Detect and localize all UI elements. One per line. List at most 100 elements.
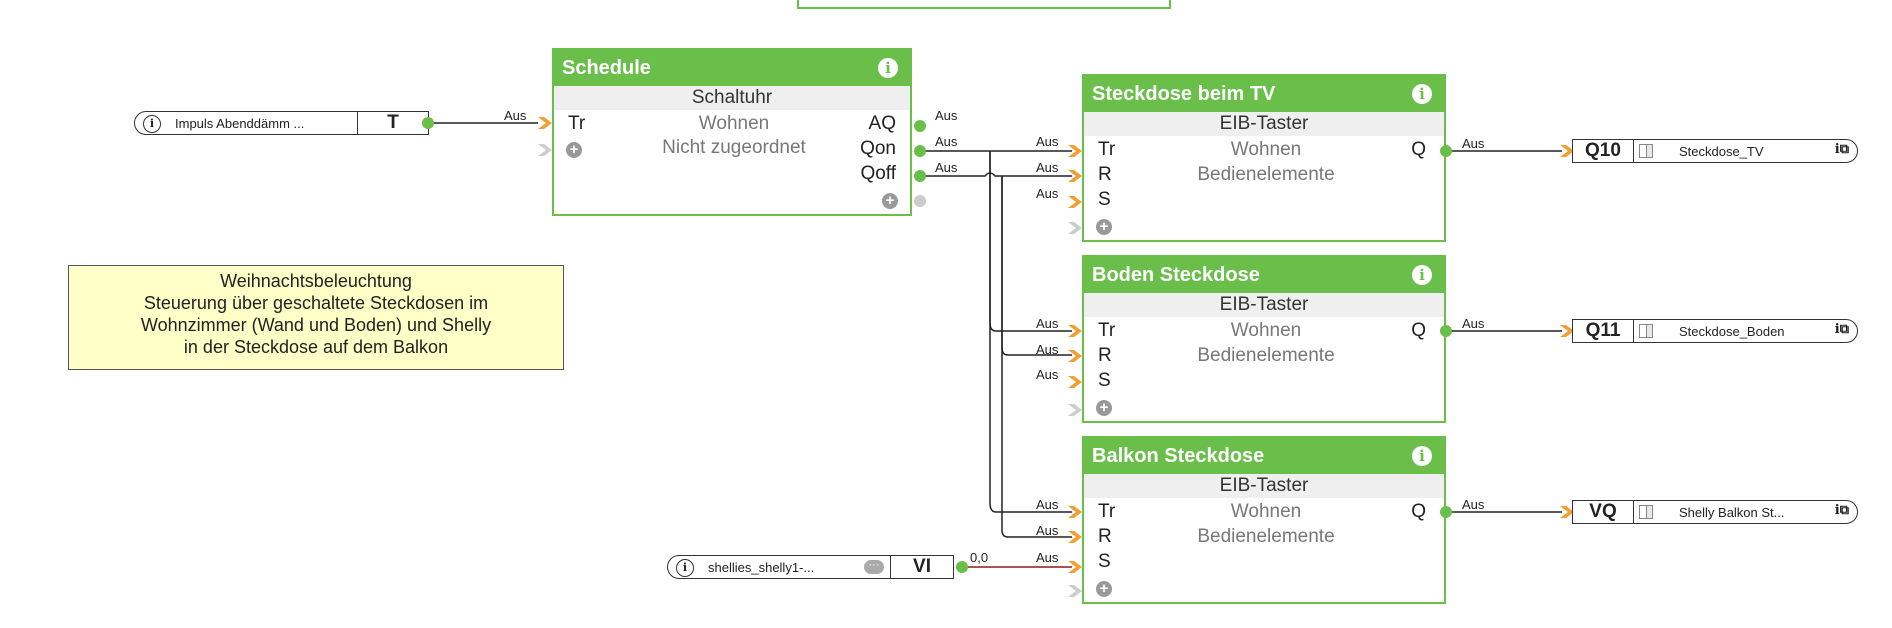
- input-port[interactable]: [1560, 145, 1574, 157]
- block-title: Balkon Steckdose: [1092, 445, 1265, 467]
- add-output-icon[interactable]: +: [882, 193, 898, 209]
- wire-label: Aus: [1036, 134, 1059, 149]
- wire-label: Aus: [935, 160, 958, 175]
- wire-label: Aus: [1036, 367, 1059, 382]
- steckdose-tv-block[interactable]: Steckdose beim TV i EIB-Taster Tr R S + …: [1082, 74, 1446, 242]
- output-qon-label: Qon: [860, 138, 896, 159]
- add-input-icon[interactable]: +: [566, 142, 582, 158]
- output-balkon-connector[interactable]: VQ Shelly Balkon St... i⧉: [1572, 500, 1858, 524]
- input-port[interactable]: [1068, 325, 1082, 337]
- output-port[interactable]: [422, 117, 434, 129]
- input-port[interactable]: [1068, 531, 1082, 543]
- output-tv-connector[interactable]: Q10 Steckdose_TV i⧉: [1572, 139, 1858, 163]
- connector-name: Impuls Abenddämm ...: [175, 116, 305, 131]
- input-impuls-connector[interactable]: i Impuls Abenddämm ... T: [134, 111, 429, 135]
- block-header[interactable]: Steckdose beim TV i: [1084, 76, 1444, 112]
- note-line: in der Steckdose auf dem Balkon: [183, 337, 449, 357]
- output-port[interactable]: [1440, 506, 1452, 518]
- input-port[interactable]: [1560, 325, 1574, 337]
- comment-note[interactable]: Weihnachtsbeleuchtung Steuerung über ges…: [68, 265, 564, 370]
- input-r-label: R: [1098, 345, 1112, 366]
- note-line: Weihnachtsbeleuchtung: [220, 271, 412, 291]
- output-q-label: Q: [1411, 501, 1426, 522]
- output-port[interactable]: [914, 170, 926, 182]
- info-icon[interactable]: i: [676, 559, 694, 577]
- block-subtitle: EIB-Taster: [1084, 474, 1444, 498]
- input-port[interactable]: [538, 117, 552, 129]
- input-port[interactable]: [1068, 145, 1082, 157]
- block-subtitle: EIB-Taster: [1084, 112, 1444, 136]
- info-icon[interactable]: i: [1412, 265, 1432, 285]
- input-shelly-connector[interactable]: i shellies_shelly1-... ··· VI: [667, 555, 954, 579]
- block-subtitle: EIB-Taster: [1084, 293, 1444, 317]
- block-category: Bedienelemente: [1197, 345, 1335, 366]
- output-q-label: Q: [1411, 320, 1426, 341]
- output-port[interactable]: [1440, 145, 1452, 157]
- output-qoff-label: Qoff: [860, 163, 896, 184]
- input-tr-label: Tr: [1098, 320, 1116, 341]
- wire-label: Aus: [1036, 550, 1059, 565]
- connector-type-box: VQ: [1572, 500, 1634, 524]
- input-s-label: S: [1098, 551, 1111, 572]
- toggle-icon: [1639, 144, 1653, 158]
- connector-type-box: Q10: [1572, 139, 1634, 163]
- connector-name: Steckdose_TV: [1679, 144, 1764, 159]
- wire-label: Aus: [1462, 497, 1485, 512]
- input-port[interactable]: [1068, 506, 1082, 518]
- block-header[interactable]: Balkon Steckdose i: [1084, 438, 1444, 474]
- input-port[interactable]: [1560, 506, 1574, 518]
- ellipsis-icon: ···: [864, 560, 884, 574]
- add-input-icon[interactable]: +: [1096, 400, 1112, 416]
- block-title: Steckdose beim TV: [1092, 83, 1276, 105]
- input-port[interactable]: [1068, 350, 1082, 362]
- output-port[interactable]: [1440, 325, 1452, 337]
- info-icon[interactable]: i⧉: [1834, 503, 1849, 518]
- input-port[interactable]: [1068, 170, 1082, 182]
- note-line: Steuerung über geschaltete Steckdosen im: [143, 293, 489, 313]
- input-port[interactable]: [1068, 196, 1082, 208]
- block-category: Bedienelemente: [1197, 164, 1335, 185]
- input-s-label: S: [1098, 370, 1111, 391]
- add-input-icon[interactable]: +: [1096, 219, 1112, 235]
- input-s-label: S: [1098, 189, 1111, 210]
- input-tr-label: Tr: [1098, 501, 1116, 522]
- wire-value-label: 0,0: [970, 550, 989, 565]
- connector-name: shellies_shelly1-...: [708, 560, 815, 575]
- input-r-label: R: [1098, 164, 1112, 185]
- input-port[interactable]: [1068, 561, 1082, 573]
- add-input-icon[interactable]: +: [1096, 581, 1112, 597]
- connector-name: Steckdose_Boden: [1679, 324, 1785, 339]
- balkon-steckdose-block[interactable]: Balkon Steckdose i EIB-Taster Tr R S + W…: [1082, 436, 1446, 604]
- info-icon[interactable]: i⧉: [1834, 322, 1849, 337]
- input-r-label: R: [1098, 526, 1112, 547]
- output-port[interactable]: [914, 120, 926, 132]
- block-room: Wohnen: [1230, 139, 1302, 160]
- schedule-block[interactable]: Schedule i Schaltuhr Tr + Wohnen Nicht z…: [552, 48, 912, 216]
- connector-name: Shelly Balkon St...: [1679, 505, 1785, 520]
- output-port[interactable]: [914, 195, 926, 207]
- info-icon[interactable]: i: [1412, 84, 1432, 104]
- output-aq-label: AQ: [868, 113, 896, 134]
- input-tr-label: Tr: [568, 113, 586, 134]
- wire-label: Aus: [1036, 497, 1059, 512]
- block-header[interactable]: Boden Steckdose i: [1084, 257, 1444, 293]
- connector-type-box: VI: [890, 555, 954, 579]
- block-header[interactable]: Schedule i: [554, 50, 910, 86]
- output-boden-connector[interactable]: Q11 Steckdose_Boden i⧉: [1572, 319, 1858, 343]
- input-port[interactable]: [1068, 376, 1082, 388]
- info-icon[interactable]: i: [1412, 446, 1432, 466]
- info-icon[interactable]: i⧉: [1834, 142, 1849, 157]
- wire-label: Aus: [504, 108, 527, 123]
- wire-label: Aus: [1036, 523, 1059, 538]
- connector-type-box: T: [357, 111, 429, 135]
- info-icon[interactable]: i: [878, 58, 898, 78]
- wire-label: Aus: [1036, 316, 1059, 331]
- output-port[interactable]: [914, 145, 926, 157]
- wire-label: Aus: [1036, 160, 1059, 175]
- info-icon[interactable]: i: [143, 115, 161, 133]
- wire-label: Aus: [1036, 342, 1059, 357]
- output-port[interactable]: [956, 561, 968, 573]
- block-room: Wohnen: [1230, 320, 1302, 341]
- boden-steckdose-block[interactable]: Boden Steckdose i EIB-Taster Tr R S + Wo…: [1082, 255, 1446, 423]
